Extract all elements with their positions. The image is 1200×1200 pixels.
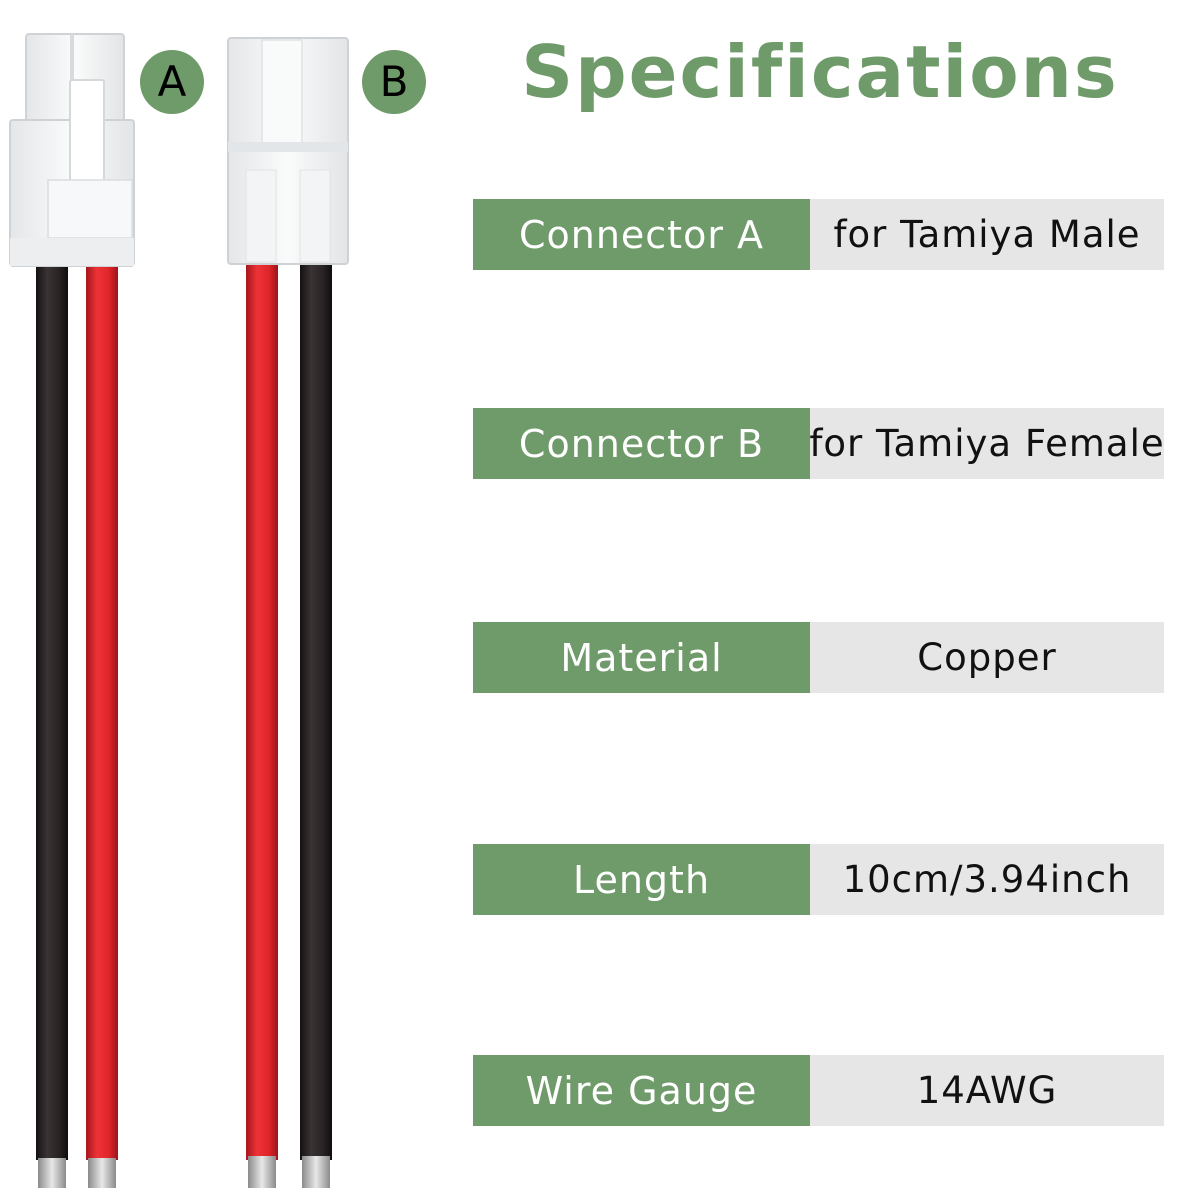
spec-value: Copper <box>810 622 1164 693</box>
spec-value: for Tamiya Male <box>810 199 1164 270</box>
wire-black-a <box>36 262 68 1160</box>
page-title: Specifications <box>521 30 1119 114</box>
spec-label: Material <box>473 622 810 693</box>
spec-value: 14AWG <box>810 1055 1164 1126</box>
spec-row-material: Material Copper <box>473 622 1164 693</box>
cable-a <box>9 33 135 1188</box>
cable-b <box>227 37 349 1188</box>
spec-row-connector-b: Connector B for Tamiya Female <box>473 408 1164 479</box>
badge-b: B <box>362 50 426 114</box>
wire-tip-b1 <box>248 1156 276 1188</box>
connector-cables-illustration <box>9 33 349 1188</box>
spec-value: 10cm/3.94inch <box>810 844 1164 915</box>
wire-red-b <box>246 262 278 1160</box>
spec-label: Length <box>473 844 810 915</box>
spec-value: for Tamiya Female <box>810 408 1164 479</box>
wire-tip-b2 <box>302 1156 330 1188</box>
wire-tip-a1 <box>38 1158 66 1188</box>
wire-red-a <box>86 262 118 1160</box>
connector-b-housing <box>227 37 349 265</box>
wire-black-b <box>300 262 332 1160</box>
spec-label: Connector B <box>473 408 810 479</box>
spec-row-connector-a: Connector A for Tamiya Male <box>473 199 1164 270</box>
spec-label: Connector A <box>473 199 810 270</box>
spec-row-wire-gauge: Wire Gauge 14AWG <box>473 1055 1164 1126</box>
spec-row-length: Length 10cm/3.94inch <box>473 844 1164 915</box>
connector-a-housing <box>9 33 135 267</box>
wire-tip-a2 <box>88 1158 116 1188</box>
badge-a: A <box>140 50 204 114</box>
spec-label: Wire Gauge <box>473 1055 810 1126</box>
